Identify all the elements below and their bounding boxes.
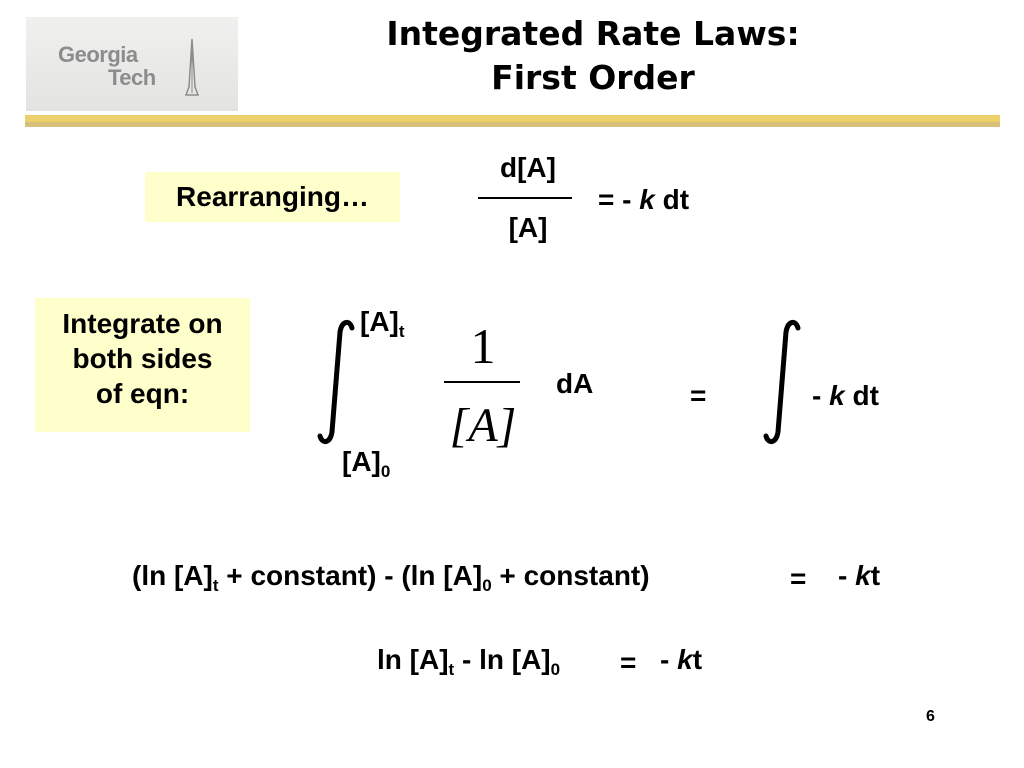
step1-rhs-dt: dt xyxy=(662,184,690,215)
step1-denominator: [A] xyxy=(508,212,548,243)
upper-limit: [A]t xyxy=(360,306,405,348)
step3-part1: (ln [A] xyxy=(132,560,213,591)
step4-equals: = xyxy=(620,647,637,678)
step4-lhs: ln [A]t - ln [A]0 xyxy=(377,644,560,686)
integrate-label-line1: Integrate on xyxy=(62,308,223,339)
slide-title: Integrated Rate Laws: First Order xyxy=(250,12,936,100)
step4-rhs: - kt xyxy=(660,644,702,676)
step3-rhs-k: k xyxy=(855,560,871,591)
integrate-label-line2: both sides xyxy=(72,343,213,374)
upper-limit-sub: t xyxy=(398,322,405,341)
step4-sub1: t xyxy=(448,660,455,679)
step1-rhs-eq: = - xyxy=(598,184,632,215)
lower-limit-base: [A] xyxy=(342,446,381,477)
georgia-tech-logo: Georgia Tech xyxy=(26,17,238,111)
step3-part2: + constant) - (ln [A] xyxy=(218,560,483,591)
rearranging-label: Rearranging… xyxy=(145,172,400,222)
step1-numerator: d[A] xyxy=(500,152,556,183)
step4-part1: ln [A] xyxy=(377,644,449,675)
integrate-label-line3: of eqn: xyxy=(95,378,190,409)
title-line2: First Order xyxy=(491,58,695,97)
step2-rhs: - k dt xyxy=(812,380,879,412)
step1-fraction-bar xyxy=(478,197,572,199)
rearranging-label-text: Rearranging… xyxy=(176,181,369,212)
integral-sign-left xyxy=(317,320,355,444)
fraction-denominator: [A] xyxy=(449,399,517,452)
step4-rhs-t: t xyxy=(692,644,703,675)
step3-equals: = xyxy=(790,563,807,594)
logo-text-line1: Georgia xyxy=(58,42,138,67)
step3-lhs: (ln [A]t + constant) - (ln [A]0 + consta… xyxy=(132,560,650,602)
logo-text-line2: Tech xyxy=(108,65,156,90)
fraction-numerator: 1 xyxy=(470,318,496,374)
step4-rhs-k: k xyxy=(677,644,693,675)
title-divider-shadow xyxy=(25,122,1000,127)
step3-part3: + constant) xyxy=(491,560,650,591)
step1-rhs-k: k xyxy=(639,184,655,215)
fraction-bar xyxy=(444,381,520,383)
integrate-label: Integrate on both sides of eqn: xyxy=(35,298,250,432)
step3-rhs-minus: - xyxy=(838,560,848,591)
title-line1: Integrated Rate Laws: xyxy=(386,14,800,53)
upper-limit-base: [A] xyxy=(360,306,399,337)
step4-rhs-minus: - xyxy=(660,644,670,675)
step3-sub2: 0 xyxy=(482,576,492,595)
page-number: 6 xyxy=(926,708,935,725)
tech-tower-icon xyxy=(184,38,200,96)
step2-rhs-k: k xyxy=(829,380,845,411)
step4-sub2: 0 xyxy=(550,660,561,679)
step2-rhs-minus: - xyxy=(812,380,822,411)
step3-rhs: - kt xyxy=(838,560,880,592)
step1-rhs: = - k dt xyxy=(598,184,689,216)
step2-rhs-dt: dt xyxy=(852,380,879,411)
lower-limit: [A]0 xyxy=(342,446,390,488)
step4-part2: - ln [A] xyxy=(454,644,551,675)
lower-limit-sub: 0 xyxy=(380,462,391,481)
dA-term: dA xyxy=(556,368,594,399)
step3-sub1: t xyxy=(212,576,219,595)
title-divider xyxy=(25,115,1000,122)
step2-equals: = xyxy=(690,380,707,411)
step3-rhs-t: t xyxy=(870,560,881,591)
integral-sign-right xyxy=(763,320,801,444)
